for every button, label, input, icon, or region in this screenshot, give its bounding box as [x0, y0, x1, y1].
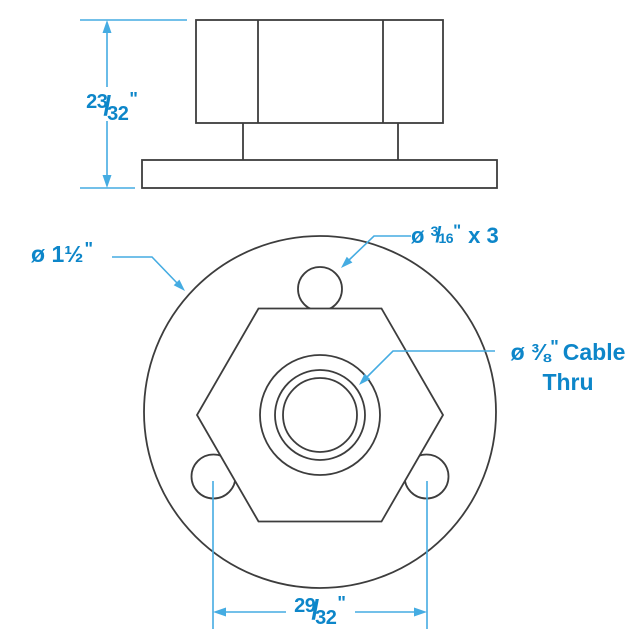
height-dim-arrow-up: [102, 20, 112, 33]
flange-dia-leader: [112, 256, 179, 285]
mount-holes-inch-mark: ": [453, 221, 462, 240]
flange-dia-value: 1½: [51, 241, 84, 267]
spacing-dim-arrow-left: [213, 607, 226, 617]
dimension-lines: [80, 19, 495, 629]
mount-holes-fraction-slash: /: [435, 222, 442, 247]
hex-body-side-outline: [195, 19, 444, 124]
cable-thru-inch-mark: ": [550, 337, 559, 357]
spacing-inch-mark: ": [337, 593, 346, 613]
mount-holes-leader: [347, 235, 411, 262]
cable-bore-inner-circle: [282, 377, 358, 453]
mount-holes-symbol: ø: [411, 223, 425, 248]
flange-dia-inch-mark: ": [84, 239, 93, 259]
cable-bore-outer-circle: [259, 354, 381, 476]
height-dim-arrow-down: [102, 175, 112, 188]
flange-dia-symbol: ø: [31, 241, 46, 267]
flange-dia-arrow: [173, 279, 185, 291]
spacing-dim-arrow-right: [414, 607, 427, 617]
mount-hole-top: [297, 266, 343, 312]
cable-thru-word2: Thru: [542, 369, 594, 395]
spacing-fraction-slash: /: [311, 594, 320, 625]
mount-holes-label: ø 3/16" x 3: [411, 222, 499, 248]
cable-thru-label: ø ⅜"Cable Thru: [496, 337, 640, 396]
cable-thru-word1: Cable: [562, 339, 626, 365]
mount-holes-numerator: 3: [430, 223, 439, 239]
side-view: [141, 19, 498, 189]
height-dimension-label: 23/32": [62, 89, 162, 124]
mount-holes-denominator: 16: [438, 230, 454, 246]
cable-thru-leader: [365, 350, 495, 379]
height-denominator: 32: [107, 103, 129, 125]
cable-thru-arrow: [359, 373, 371, 385]
height-fraction-slash: /: [103, 90, 112, 121]
dimension-arrowheads: [102, 20, 427, 617]
cable-thru-line1: ø ⅜"Cable: [496, 337, 640, 368]
cable-thru-fraction: ⅜: [531, 339, 551, 365]
height-inch-mark: ": [129, 89, 138, 109]
cable-thru-symbol: ø: [510, 339, 525, 365]
mount-holes-multiplier: x 3: [468, 223, 499, 248]
flange-diameter-label: ø 1½": [31, 240, 93, 267]
plan-view: [143, 235, 497, 589]
cable-thru-line2: Thru: [496, 368, 640, 396]
mount-holes-arrow: [341, 256, 353, 268]
hole-spacing-label: 29/32": [270, 593, 370, 628]
spacing-numerator: 29: [294, 595, 316, 617]
flange-side-outline: [141, 159, 498, 189]
cable-bore-middle-circle: [274, 369, 366, 461]
spacing-denominator: 32: [315, 607, 337, 629]
height-numerator: 23: [86, 91, 108, 113]
